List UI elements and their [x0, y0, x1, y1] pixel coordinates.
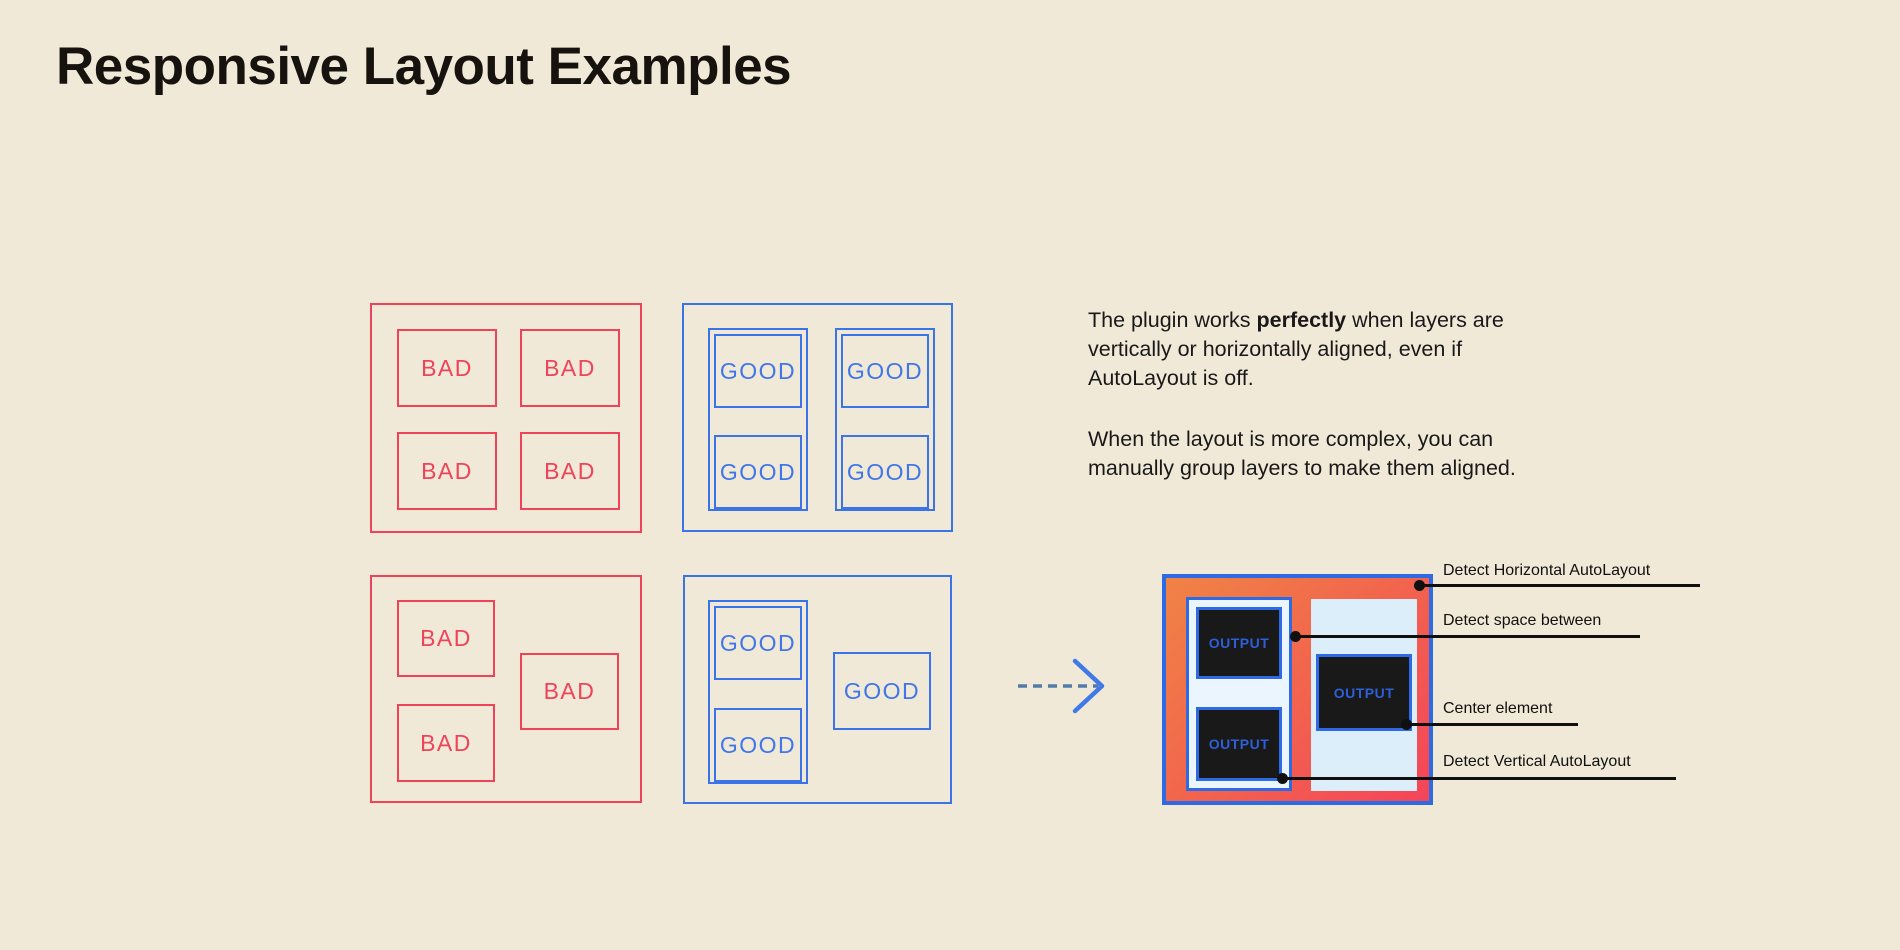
good-box: GOOD: [841, 435, 929, 509]
bad-label: BAD: [543, 678, 596, 704]
bad-label: BAD: [421, 457, 473, 484]
description-paragraph-1: The plugin works perfectly when layers a…: [1088, 308, 1504, 390]
good-example-complex-group: GOOD GOOD GOOD: [683, 575, 952, 804]
good-label: GOOD: [719, 357, 797, 384]
bad-box: BAD: [397, 329, 497, 407]
good-column-group: GOOD GOOD: [708, 328, 808, 511]
bad-example-aligned-group: BAD BAD BAD BAD: [370, 303, 642, 533]
output-box: OUTPUT: [1196, 707, 1282, 781]
good-box: GOOD: [714, 334, 802, 408]
output-box: OUTPUT: [1196, 607, 1282, 679]
bad-label: BAD: [420, 729, 472, 756]
good-box: GOOD: [841, 334, 929, 408]
good-box: GOOD: [714, 606, 802, 680]
good-box: GOOD: [833, 652, 931, 730]
callout-label-horizontal-autolayout: Detect Horizontal AutoLayout: [1443, 562, 1651, 579]
arrow-right-icon: [1018, 658, 1105, 714]
good-label: GOOD: [843, 677, 921, 704]
bad-box: BAD: [520, 653, 619, 730]
bad-box: BAD: [520, 432, 620, 510]
good-label: GOOD: [846, 357, 924, 384]
bad-label: BAD: [421, 354, 473, 381]
bad-box: BAD: [520, 329, 620, 407]
good-label: GOOD: [846, 458, 924, 485]
good-box: GOOD: [714, 435, 802, 509]
bad-label: BAD: [420, 625, 472, 651]
good-example-aligned-group: GOOD GOOD GOOD GOOD: [682, 303, 953, 532]
output-vertical-autolayout-group: OUTPUT OUTPUT: [1186, 597, 1292, 791]
good-box: GOOD: [714, 708, 802, 782]
callout-label-center-element: Center element: [1443, 700, 1553, 717]
bad-label: BAD: [544, 457, 596, 484]
output-center-panel: OUTPUT: [1311, 599, 1417, 791]
good-label: GOOD: [719, 629, 797, 656]
good-column-group: GOOD GOOD: [708, 600, 808, 784]
bad-box: BAD: [397, 432, 497, 510]
good-label: GOOD: [719, 458, 797, 485]
output-label: OUTPUT: [1208, 736, 1270, 752]
output-label: OUTPUT: [1208, 635, 1270, 651]
good-column-group: GOOD GOOD: [835, 328, 935, 511]
bad-label: BAD: [544, 354, 596, 381]
callout-line: [1295, 635, 1640, 638]
callout-line: [1419, 584, 1700, 587]
bad-example-complex-group: BAD BAD BAD: [370, 575, 642, 803]
bad-box: BAD: [397, 704, 495, 782]
description-paragraph-2: When the layout is more complex, you can…: [1088, 427, 1516, 480]
callout-line: [1282, 777, 1676, 780]
good-label: GOOD: [719, 731, 797, 758]
bad-box: BAD: [397, 600, 495, 677]
page-title: Responsive Layout Examples: [56, 37, 792, 96]
output-box: OUTPUT: [1316, 654, 1412, 731]
callout-label-space-between: Detect space between: [1443, 612, 1602, 629]
output-label: OUTPUT: [1333, 684, 1395, 701]
description-text: The plugin works perfectly when layers a…: [1088, 306, 1558, 483]
callout-line: [1406, 723, 1578, 726]
output-result-frame: OUTPUT OUTPUT OUTPUT: [1162, 574, 1433, 805]
callout-label-vertical-autolayout: Detect Vertical AutoLayout: [1443, 753, 1631, 770]
